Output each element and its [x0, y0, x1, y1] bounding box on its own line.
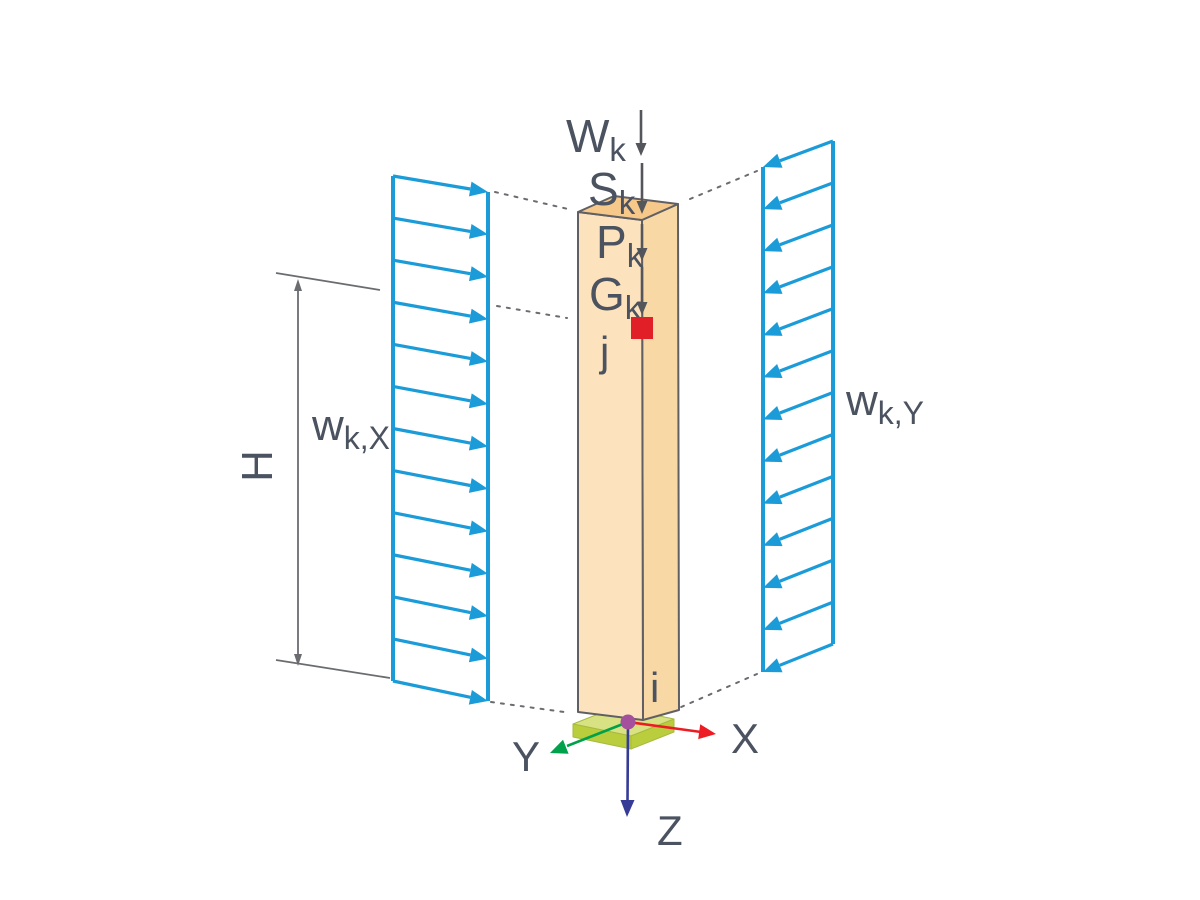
dim-extension-bottom: [275, 659, 391, 679]
wind-arrow-shaft: [779, 181, 834, 205]
axis-z-label: Z: [657, 807, 683, 854]
wind-arrowhead: [469, 266, 488, 282]
height-dimension: H: [233, 272, 391, 679]
wind-load-panel-right: wk,Y: [761, 139, 924, 673]
wind-arrowhead: [468, 605, 488, 620]
load-arrow-gk: [636, 267, 648, 315]
wind-arrowhead: [469, 224, 488, 239]
connector-dashed-node-j-level: [496, 305, 568, 319]
wind-arrowhead: [763, 279, 783, 294]
wind-arrow-shaft: [779, 391, 834, 415]
load-label-pk: Pk: [596, 216, 644, 274]
column-top-face: [577, 195, 679, 221]
wind-arrowhead: [468, 393, 488, 409]
wind-arrow-shaft: [392, 426, 471, 445]
axis-y-label: Y: [512, 733, 540, 780]
wind-arrowhead: [763, 574, 783, 589]
axis-y-arrow: [550, 720, 629, 754]
load-label-gk: Gk: [589, 268, 642, 326]
wind-arrow-shaft: [779, 139, 834, 163]
wind-arrowhead: [763, 532, 783, 547]
wind-arrowhead: [468, 435, 488, 451]
wind-arrowhead: [763, 321, 783, 336]
wind-arrowhead: [468, 351, 488, 366]
wind-arrowhead: [469, 181, 488, 197]
wind-arrows-left: [392, 174, 488, 705]
column-side-face: [641, 203, 680, 721]
load-arrow-pk: [636, 224, 648, 261]
connector-dashed-bottom-right: [671, 673, 758, 712]
wind-arrow-shaft: [392, 258, 471, 276]
load-arrows: Wk Sk Pk Gk: [566, 110, 648, 326]
coordinate-axes: X Y Z: [512, 714, 759, 854]
wind-arrowhead: [468, 520, 488, 536]
wind-arrow-shaft: [392, 174, 471, 191]
load-label-sk: Sk: [588, 163, 636, 221]
load-label-wk: Wk: [566, 110, 626, 168]
wind-arrowhead: [468, 562, 488, 578]
wind-arrow-shaft: [779, 474, 834, 499]
axis-x-arrow: [627, 720, 716, 740]
nodes: j i: [598, 317, 659, 711]
wind-arrow-shaft: [392, 553, 471, 572]
wind-arrow-shaft: [779, 307, 834, 331]
wind-arrow-shaft: [392, 300, 471, 318]
wind-arrow-shaft: [392, 216, 471, 233]
wind-arrow-shaft: [779, 349, 834, 373]
load-arrow-wk: [635, 110, 647, 156]
wind-arrow-shaft: [779, 558, 834, 583]
wind-arrow-shaft: [392, 342, 471, 360]
wind-arrowhead: [468, 647, 488, 663]
wind-arrow-shaft: [779, 642, 834, 667]
wind-arrow-shaft: [779, 600, 834, 625]
wind-arrowhead: [763, 406, 783, 420]
wind-arrow-shaft: [392, 679, 471, 699]
wind-arrow-shaft: [392, 511, 471, 530]
axis-z-arrow: [620, 721, 635, 817]
dashed-connectors: [490, 170, 758, 713]
origin-node-dot: [620, 714, 636, 730]
connector-dashed-bottom-left: [490, 701, 565, 713]
connector-dashed-top-right: [689, 170, 758, 200]
wind-arrowhead: [763, 616, 783, 631]
node-i-label: i: [650, 664, 659, 711]
dim-arrowhead-top: [294, 279, 302, 291]
wind-arrow-shaft: [779, 223, 834, 247]
wind-arrow-shaft: [392, 595, 471, 615]
dim-extension-top: [275, 272, 381, 291]
wind-load-panel-left: wk,X: [311, 174, 490, 705]
wind-arrow-shaft: [392, 469, 471, 488]
wind-arrowhead: [763, 490, 783, 505]
wind-arrow-shaft: [779, 265, 834, 289]
node-j-marker: [631, 317, 653, 339]
height-label: H: [233, 450, 282, 482]
wind-y-label: wk,Y: [845, 376, 924, 431]
wind-arrows-right: [763, 139, 834, 673]
wind-arrowhead: [763, 448, 783, 463]
wind-arrowhead: [763, 658, 783, 673]
connector-dashed-top-left: [494, 191, 569, 210]
wind-arrowhead: [763, 364, 783, 378]
wind-arrowhead: [469, 308, 488, 324]
column: [577, 195, 680, 721]
load-arrow-sk: [636, 163, 648, 214]
wind-arrow-shaft: [779, 516, 834, 541]
wind-arrowhead: [468, 478, 488, 493]
wind-arrow-shaft: [779, 432, 834, 457]
dim-arrowhead-bottom: [294, 654, 302, 666]
wind-arrow-shaft: [392, 637, 471, 657]
axis-x-label: X: [731, 715, 759, 762]
wind-arrowhead: [763, 153, 783, 168]
wind-arrowhead: [468, 690, 488, 705]
wind-x-label: wk,X: [311, 401, 390, 456]
wind-arrowhead: [763, 195, 783, 210]
wind-arrowhead: [763, 237, 783, 252]
wind-arrow-shaft: [392, 384, 471, 403]
node-j-label: j: [598, 328, 609, 375]
